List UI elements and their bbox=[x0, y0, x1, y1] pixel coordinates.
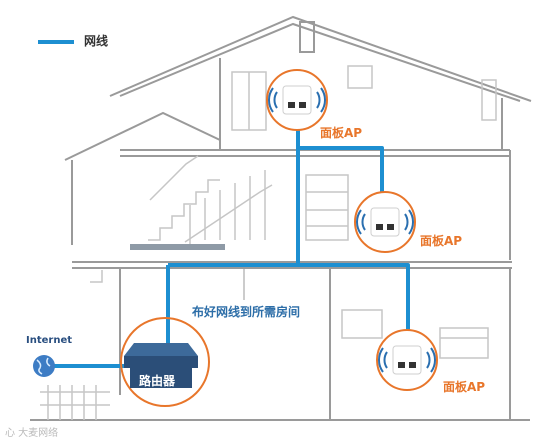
ap-label-top: 面板AP bbox=[320, 126, 363, 140]
router-icon bbox=[120, 317, 210, 407]
wifi-panel-ap-icon bbox=[354, 191, 416, 253]
watermark: 心 大麦网络 bbox=[5, 428, 59, 439]
wifi-panel-ap-icon bbox=[376, 329, 438, 391]
network-cables bbox=[46, 128, 410, 368]
legend-label: 网线 bbox=[84, 34, 109, 48]
globe-icon bbox=[33, 355, 55, 377]
ap-label-bottom: 面板AP bbox=[443, 380, 486, 394]
ap-label-middle: 面板AP bbox=[420, 234, 463, 248]
cable-note-label: 布好网线到所需房间 bbox=[192, 305, 301, 319]
wifi-panel-ap-icon bbox=[266, 69, 328, 131]
house-outline bbox=[30, 15, 532, 421]
internet-label: Internet bbox=[26, 335, 73, 346]
router-label: 路由器 bbox=[139, 374, 176, 388]
interior-decor bbox=[40, 65, 497, 420]
table bbox=[130, 244, 225, 250]
